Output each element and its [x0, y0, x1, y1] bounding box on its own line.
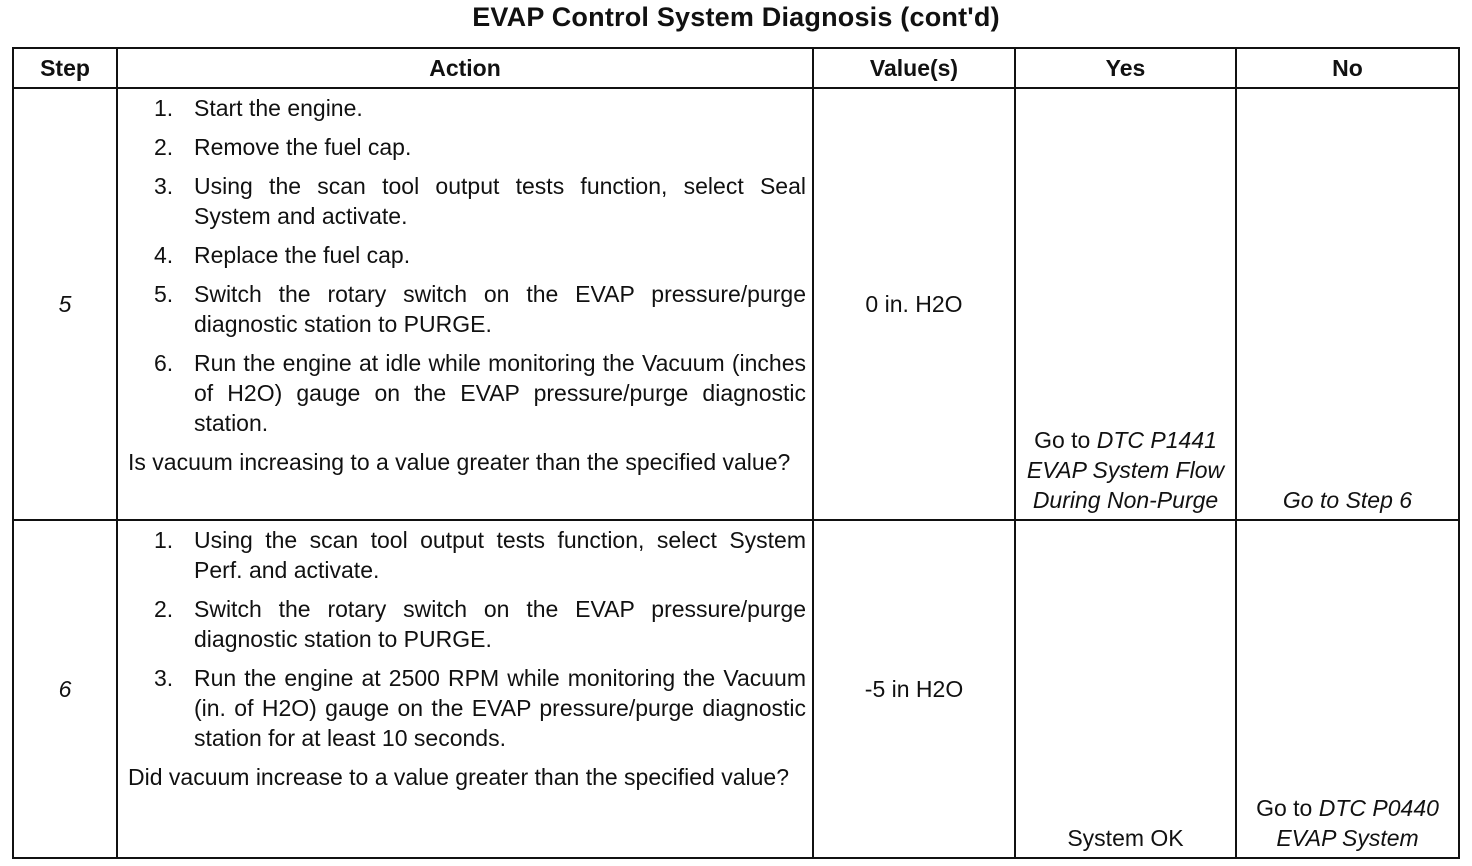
step-number: 6 [12, 519, 118, 859]
table-row-step-6: 6 1. Using the scan tool output tests fun… [12, 519, 1460, 859]
action-cell: 1. Using the scan tool output tests funct… [116, 519, 814, 859]
action-item-number: 4. [154, 242, 174, 268]
action-item-text: Run the engine at idle while monitoring … [194, 350, 806, 436]
header-action: Action [116, 47, 814, 89]
action-item-number: 2. [154, 596, 174, 622]
yes-prefix: Go to [1034, 427, 1091, 453]
action-item-text: Remove the fuel cap. [194, 134, 412, 160]
action-item: 2. Remove the fuel cap. [128, 132, 806, 162]
no-link-step-6[interactable]: Go to Step 6 [1282, 487, 1413, 513]
action-cell: 1. Start the engine. 2. Remove the fuel ca… [116, 87, 814, 521]
action-item-number: 3. [154, 665, 174, 691]
action-item: 2. Switch the rotary switch on the EVAP p… [128, 594, 806, 654]
action-item-text: Replace the fuel cap. [194, 242, 411, 268]
action-item: 1. Using the scan tool output tests funct… [128, 525, 806, 585]
yes-text: System OK [1067, 825, 1184, 851]
header-values: Value(s) [812, 47, 1016, 89]
action-question: Did vacuum increase to a value greater t… [128, 764, 790, 790]
action-item-text: Using the scan tool output tests functio… [194, 173, 806, 229]
action-item-number: 1. [154, 95, 174, 121]
yes-link-dtc-p1441[interactable]: DTC P1441 EVAP System Flow During Non-Pu… [1026, 427, 1225, 513]
action-item-text: Start the engine. [194, 95, 363, 121]
action-question: Is vacuum increasing to a value greater … [128, 449, 791, 475]
action-item: 5. Switch the rotary switch on the EVAP p… [128, 279, 806, 339]
action-item-number: 6. [154, 350, 174, 376]
header-yes: Yes [1014, 47, 1237, 89]
action-list: 1. Using the scan tool output tests funct… [128, 525, 806, 753]
action-item-number: 1. [154, 527, 174, 553]
action-item-text: Using the scan tool output tests functio… [194, 527, 806, 583]
value-cell: 0 in. H2O [812, 87, 1016, 521]
action-item: 4. Replace the fuel cap. [128, 240, 806, 270]
table-row-step-5: 5 1. Start the engine. 2. Remove the fuel … [12, 87, 1460, 521]
header-row: Step Action Value(s) Yes No [12, 47, 1460, 89]
action-item-text: Switch the rotary switch on the EVAP pre… [194, 281, 806, 337]
diagnosis-table: Step Action Value(s) Yes No 5 1. Start th… [12, 47, 1460, 859]
action-item-text: Run the engine at 2500 RPM while monitor… [194, 665, 806, 751]
no-cell: Go to DTC P0440 EVAP System [1235, 519, 1460, 859]
action-item-text: Switch the rotary switch on the EVAP pre… [194, 596, 806, 652]
value-cell: -5 in H2O [812, 519, 1016, 859]
no-prefix: Go to [1256, 795, 1313, 821]
action-list: 1. Start the engine. 2. Remove the fuel ca… [128, 93, 806, 438]
no-link-dtc-p0440[interactable]: DTC P0440 EVAP System [1276, 795, 1439, 851]
action-item: 6. Run the engine at idle while monitorin… [128, 348, 806, 438]
yes-cell: Go to DTC P1441 EVAP System Flow During … [1014, 87, 1237, 521]
action-item: 1. Start the engine. [128, 93, 806, 123]
action-item-number: 3. [154, 173, 174, 199]
page-title: EVAP Control System Diagnosis (cont'd) [472, 2, 1000, 32]
yes-cell: System OK [1014, 519, 1237, 859]
action-item: 3. Using the scan tool output tests funct… [128, 171, 806, 231]
action-item-number: 2. [154, 134, 174, 160]
action-item-number: 5. [154, 281, 174, 307]
action-item: 3. Run the engine at 2500 RPM while monit… [128, 663, 806, 753]
no-cell: Go to Step 6 [1235, 87, 1460, 521]
header-no: No [1235, 47, 1460, 89]
header-step: Step [12, 47, 118, 89]
step-number: 5 [12, 87, 118, 521]
